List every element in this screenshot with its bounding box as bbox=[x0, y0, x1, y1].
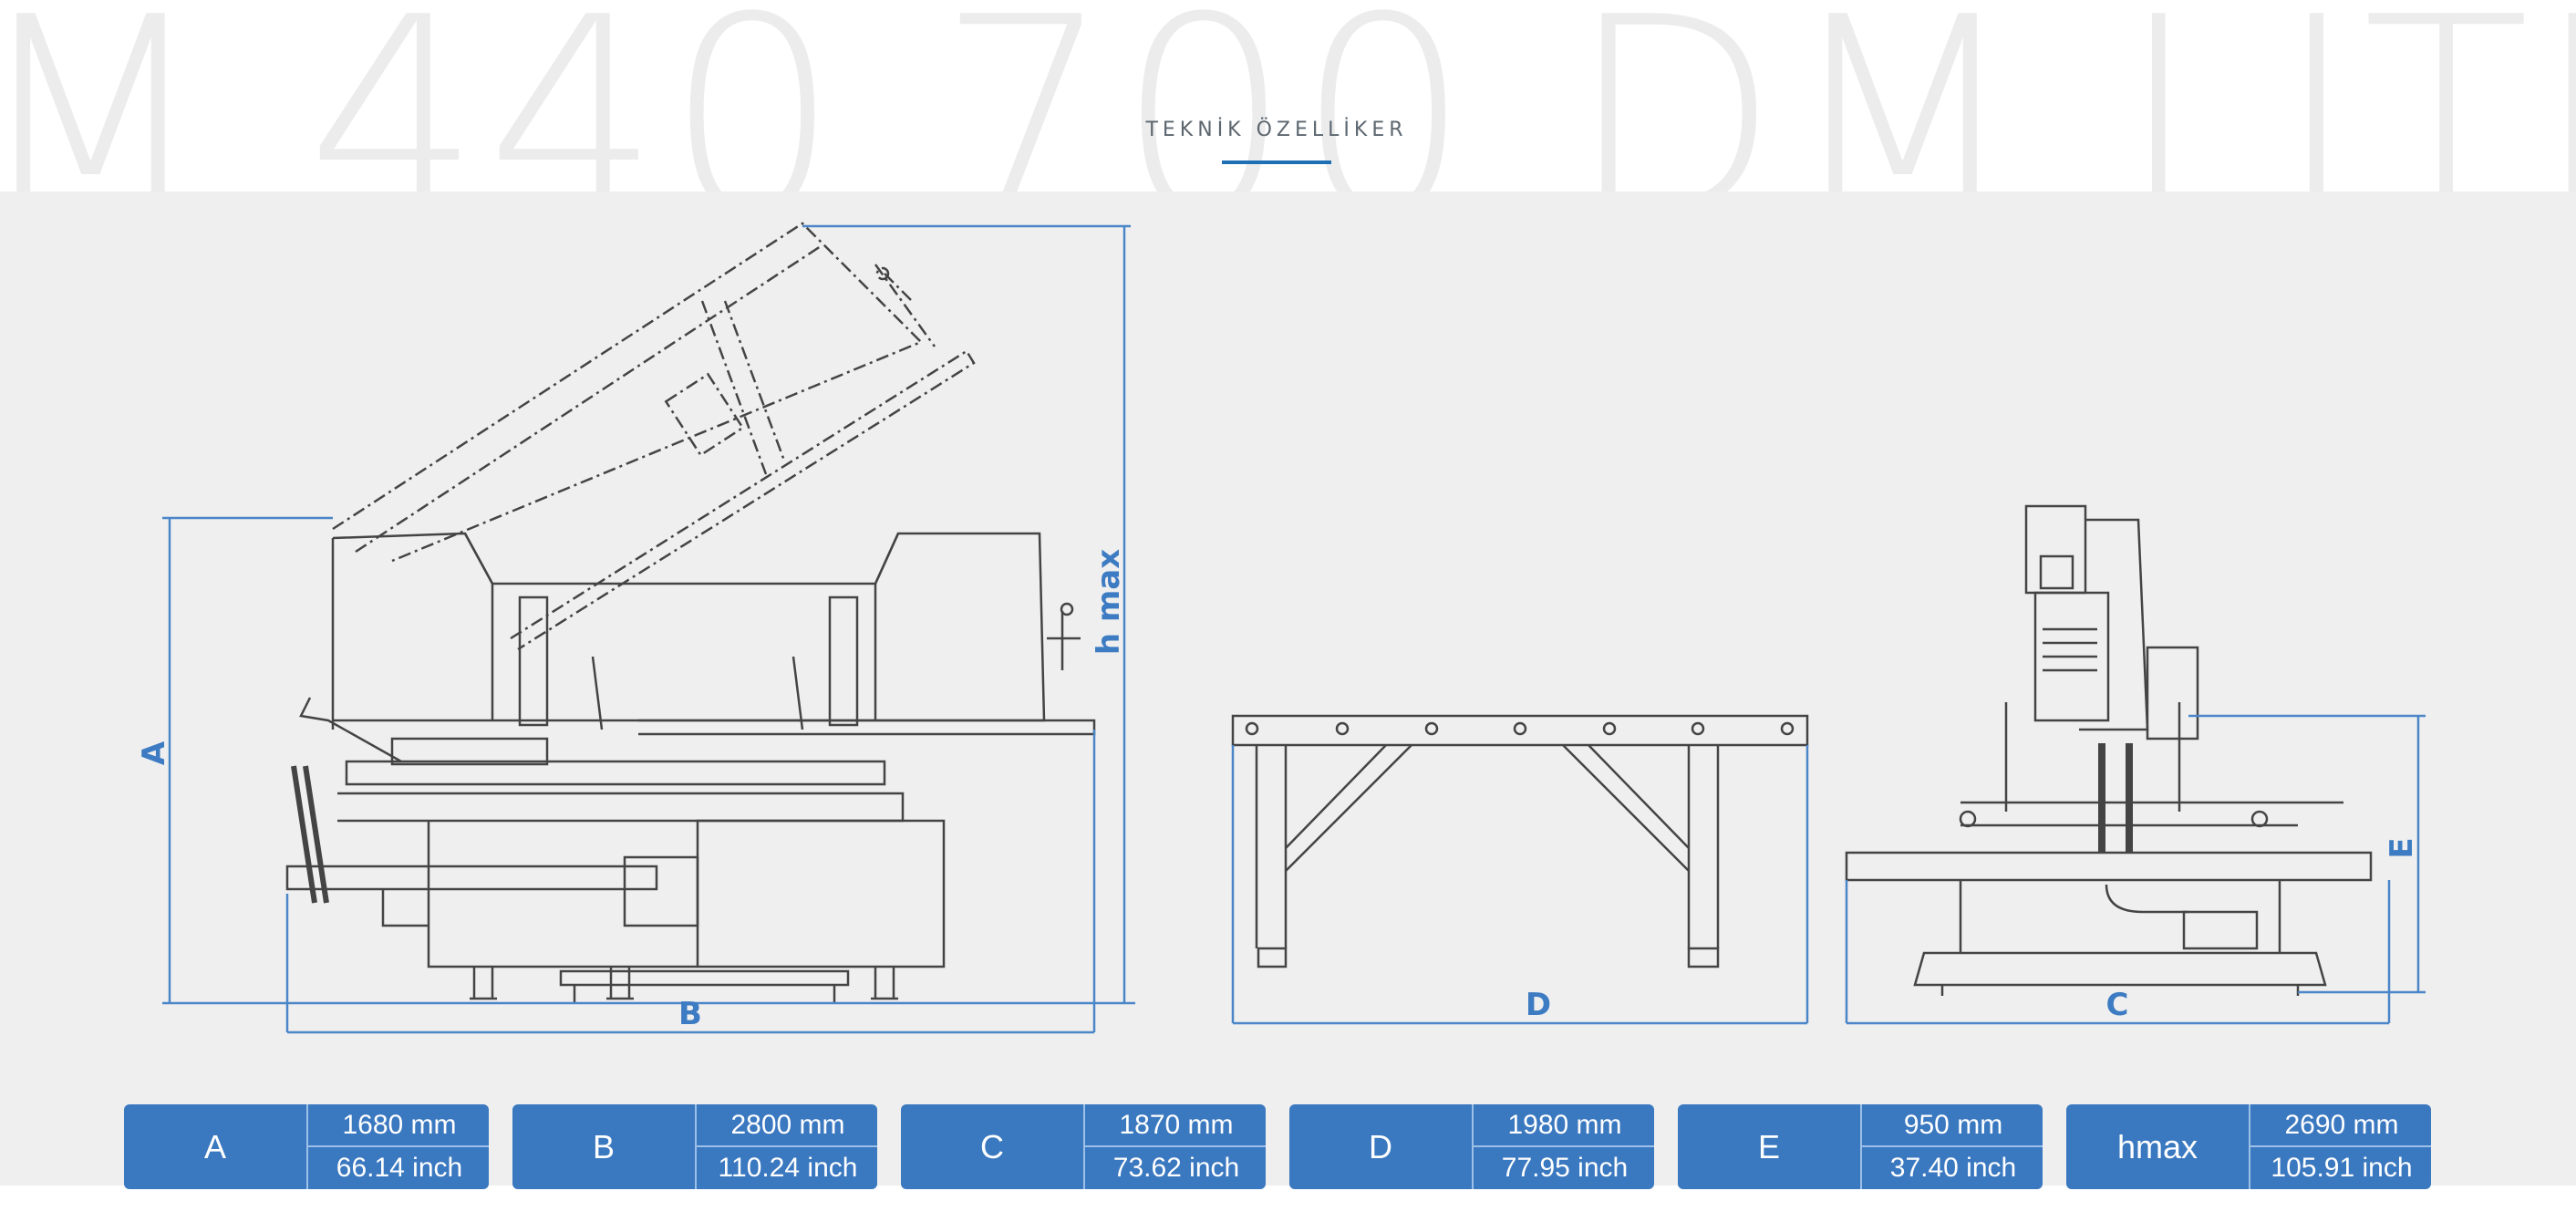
spec-value-mm: 1980 mm bbox=[1474, 1104, 1654, 1147]
dimension-label-d: D bbox=[1526, 987, 1551, 1023]
spec-box-c: C 1870 mm 73.62 inch bbox=[901, 1104, 1266, 1189]
dimension-lines-table bbox=[1231, 745, 1809, 1025]
dimension-label-e: E bbox=[2384, 837, 2420, 858]
spec-box-a: A 1680 mm 66.14 inch bbox=[124, 1104, 489, 1189]
spec-value-inch: 110.24 inch bbox=[718, 1153, 858, 1183]
spec-value-inch: 77.95 inch bbox=[1501, 1153, 1629, 1183]
spec-value-inch: 105.91 inch bbox=[2271, 1153, 2413, 1183]
spec-symbol: B bbox=[592, 1127, 615, 1165]
spec-symbol: D bbox=[1369, 1127, 1392, 1165]
spec-value-inch: 66.14 inch bbox=[336, 1153, 463, 1183]
dimension-label-a: A bbox=[136, 740, 172, 765]
spec-value-mm: 1870 mm bbox=[1085, 1104, 1266, 1147]
spec-value-mm: 1680 mm bbox=[308, 1104, 489, 1147]
section-title: TEKNİK ÖZELLİKER bbox=[1145, 119, 1408, 141]
dimension-label-hmax: h max bbox=[1091, 549, 1127, 655]
spec-value-mm: 2800 mm bbox=[697, 1104, 877, 1147]
roller-table bbox=[1231, 714, 1809, 968]
spec-value-mm: 2690 mm bbox=[2250, 1104, 2431, 1147]
saw-front-view bbox=[1845, 504, 2373, 996]
spec-value-mm: 950 mm bbox=[1862, 1104, 2043, 1147]
spec-symbol: A bbox=[203, 1127, 226, 1165]
dimension-lines-front bbox=[1845, 714, 2426, 1025]
spec-box-b: B 2800 mm 110.24 inch bbox=[512, 1104, 877, 1189]
spec-box-d: D 1980 mm 77.95 inch bbox=[1289, 1104, 1654, 1189]
dimension-label-c: C bbox=[2106, 987, 2129, 1023]
spec-symbol: E bbox=[1757, 1127, 1780, 1165]
saw-side-view bbox=[285, 222, 1096, 1003]
dimension-label-b: B bbox=[678, 996, 702, 1032]
spec-box-e: E 950 mm 37.40 inch bbox=[1678, 1104, 2043, 1189]
spec-symbol: C bbox=[980, 1127, 1004, 1165]
spec-box-hmax: hmax 2690 mm 105.91 inch bbox=[2066, 1104, 2431, 1189]
spec-value-inch: 37.40 inch bbox=[1889, 1153, 2017, 1183]
spec-symbol: hmax bbox=[2116, 1127, 2198, 1165]
title-underline bbox=[1222, 161, 1331, 164]
spec-value-inch: 73.62 inch bbox=[1112, 1153, 1240, 1183]
dimension-lines-side bbox=[162, 224, 1135, 1034]
